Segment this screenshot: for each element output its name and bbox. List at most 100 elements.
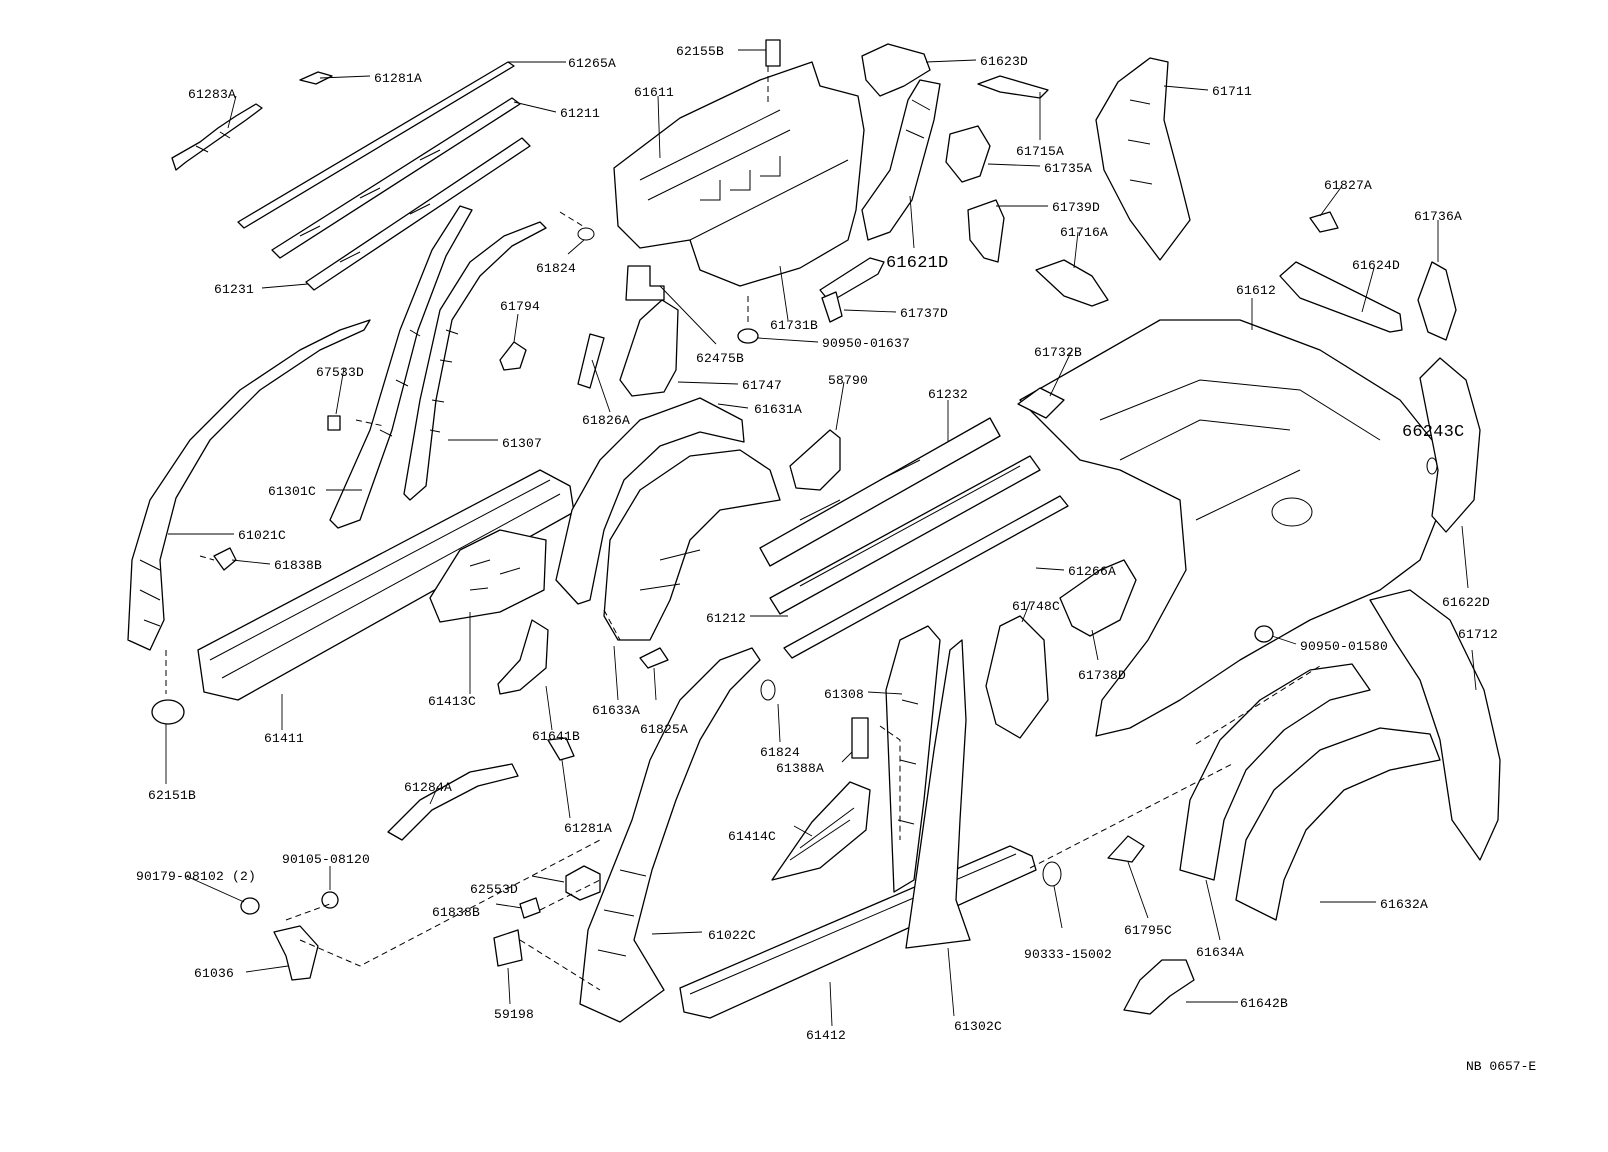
label-62475B: 62475B [696, 351, 744, 366]
part-90105-08120-drawing [321, 891, 339, 909]
part-62553D-drawing [565, 865, 601, 901]
part-61622D-drawing [1419, 357, 1481, 533]
part-62155B-drawing [765, 39, 781, 67]
part-61284A-drawing [387, 763, 519, 841]
part-61302C-drawing [905, 639, 971, 949]
label-61281A-top: 61281A [374, 71, 422, 86]
part-59198-drawing [493, 929, 523, 967]
label-62155B: 62155B [676, 44, 724, 59]
label-61284A: 61284A [404, 780, 452, 795]
label-61838B: 61838B [274, 558, 322, 573]
part-61824-mid-drawing [760, 679, 776, 701]
label-61825A: 61825A [640, 722, 688, 737]
part-61748C-drawing [985, 615, 1049, 739]
part-61307-drawing [403, 221, 547, 501]
label-61736A: 61736A [1414, 209, 1462, 224]
part-61388A-drawing [851, 717, 869, 759]
label-61022C: 61022C [708, 928, 756, 943]
label-90950-01637: 90950-01637 [822, 336, 910, 351]
label-61622D: 61622D [1442, 595, 1490, 610]
part-61838B-low-drawing [519, 897, 541, 919]
part-61631A-drawing [555, 397, 745, 605]
label-61611: 61611 [634, 85, 674, 100]
label-61642B: 61642B [1240, 996, 1288, 1011]
label-61715A: 61715A [1016, 144, 1064, 159]
part-61738D-drawing [1059, 559, 1137, 637]
part-labels: 61283A 61281A 61265A 61211 61231 62155B … [136, 44, 1536, 1074]
part-61715A-drawing [977, 75, 1049, 99]
label-61612: 61612 [1236, 283, 1276, 298]
part-61036-drawing [273, 925, 319, 981]
part-62475B-drawing [625, 265, 665, 301]
part-61739D-drawing [967, 199, 1005, 263]
part-61211-drawing [271, 97, 521, 259]
label-61388A: 61388A [776, 761, 824, 776]
label-61412: 61412 [806, 1028, 846, 1043]
label-59198: 59198 [494, 1007, 534, 1022]
part-61624D-drawing [1279, 261, 1403, 333]
part-61632A-drawing [1235, 727, 1441, 921]
label-61632A: 61632A [1380, 897, 1428, 912]
label-61411: 61411 [264, 731, 304, 746]
part-61735A-drawing [945, 125, 991, 183]
label-61826A: 61826A [582, 413, 630, 428]
part-61283A-drawing [171, 103, 263, 171]
label-90105-08120: 90105-08120 [282, 852, 370, 867]
label-61827A: 61827A [1324, 178, 1372, 193]
part-61795C-drawing [1107, 835, 1145, 863]
label-61711: 61711 [1212, 84, 1252, 99]
label-61301C: 61301C [268, 484, 316, 499]
label-61266A: 61266A [1068, 564, 1116, 579]
label-61794: 61794 [500, 299, 540, 314]
label-90950-01580: 90950-01580 [1300, 639, 1388, 654]
part-58790-drawing [789, 429, 841, 491]
part-61732B-drawing [1017, 387, 1065, 419]
label-90179-08102: 90179-08102 (2) [136, 869, 256, 884]
part-61747-drawing [619, 299, 679, 397]
part-61281A-top-drawing [299, 71, 333, 85]
label-61265A: 61265A [568, 56, 616, 71]
label-61624D: 61624D [1352, 258, 1400, 273]
label-61634A: 61634A [1196, 945, 1244, 960]
label-90333-15002: 90333-15002 [1024, 947, 1112, 962]
label-67533D: 67533D [316, 365, 364, 380]
part-61736A-drawing [1417, 261, 1457, 341]
label-61737D: 61737D [900, 306, 948, 321]
label-61307: 61307 [502, 436, 542, 451]
label-61302C: 61302C [954, 1019, 1002, 1034]
label-58790: 58790 [828, 373, 868, 388]
label-61631A: 61631A [754, 402, 802, 417]
label-61824-mid: 61824 [760, 745, 800, 760]
part-61414C-drawing [771, 781, 871, 881]
part-67533D-drawing [327, 415, 341, 431]
label-61621D: 61621D [886, 254, 948, 273]
label-61735A: 61735A [1044, 161, 1092, 176]
part-61826A-drawing [577, 333, 605, 389]
part-62151B-drawing [151, 699, 185, 725]
label-61281A-mid: 61281A [564, 821, 612, 836]
label-61283A: 61283A [188, 87, 236, 102]
part-61301C-drawing [329, 205, 473, 529]
part-61231-drawing [305, 137, 531, 291]
part-61611-drawing [613, 39, 865, 287]
label-66243C: 66243C [1402, 423, 1464, 442]
part-61716A-drawing [1035, 259, 1109, 307]
reference-code: NB 0657-E [1466, 1059, 1536, 1074]
label-61641B: 61641B [532, 729, 580, 744]
label-61731B: 61731B [770, 318, 818, 333]
part-61838B-drawing [213, 547, 237, 571]
label-61633A: 61633A [592, 703, 640, 718]
label-61824-top: 61824 [536, 261, 576, 276]
part-90179-08102-drawing [240, 897, 260, 915]
assembly-guide-lines [165, 66, 1321, 991]
part-90950-01637-drawing [737, 328, 759, 344]
part-61232-drawing [759, 417, 1001, 567]
part-61413C-drawing [429, 529, 547, 623]
part-61022C-drawing [579, 647, 761, 1023]
part-61265A-drawing [237, 61, 515, 229]
label-61739D: 61739D [1052, 200, 1100, 215]
part-61712-drawing [1369, 589, 1501, 861]
part-61827A-drawing [1309, 211, 1339, 233]
label-61747: 61747 [742, 378, 782, 393]
part-61281A-mid-drawing [547, 737, 575, 761]
